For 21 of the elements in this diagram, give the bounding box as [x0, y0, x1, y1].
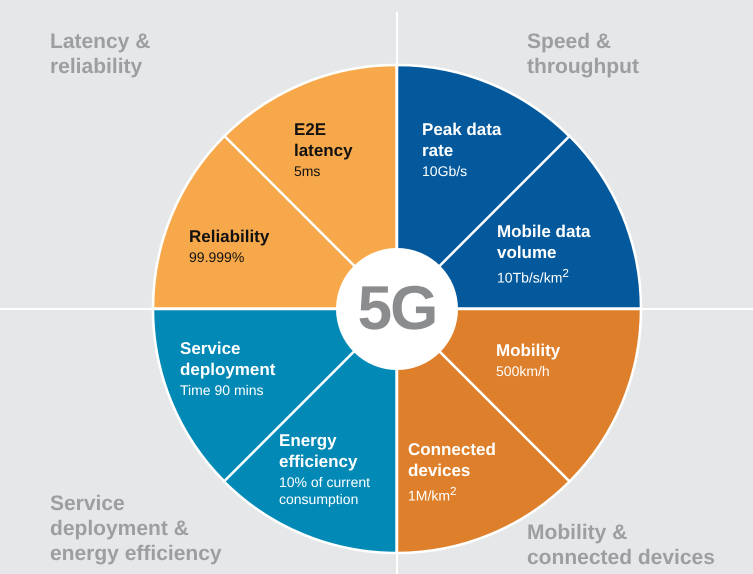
center-title: 5G [358, 276, 436, 342]
metric-value: 10% of current consumption [278, 474, 372, 508]
metric-value: 5ms [294, 163, 322, 180]
metric-value: 99.999% [189, 248, 246, 266]
metric-name: Peak data rate [422, 119, 502, 161]
category-heading: Speed & throughput [527, 29, 640, 79]
category-heading: Latency & reliability [50, 29, 152, 79]
metric-value: 10Tb/s/km$^{2}$ [497, 266, 570, 287]
metric-value: Time 90 mins [180, 382, 265, 399]
metric-name: Energy efficiency [278, 430, 358, 472]
category-heading: Mobility & connected devices [527, 520, 716, 570]
metric-value: 1M/km$^{2}$ [408, 484, 458, 505]
metric-value: 10Gb/s [422, 163, 468, 180]
metric-name: Mobile data volume [497, 220, 592, 263]
category-heading: Service deployment & energy efficiency [50, 491, 223, 566]
metric-name: Connected devices [408, 439, 497, 481]
metric-name: E2E latency [294, 119, 354, 161]
metric-value: 500km/h [496, 363, 551, 380]
metric-name: Service deployment [180, 338, 276, 380]
metric-name: Mobility [496, 340, 562, 361]
metric-name: Reliability [189, 226, 270, 247]
